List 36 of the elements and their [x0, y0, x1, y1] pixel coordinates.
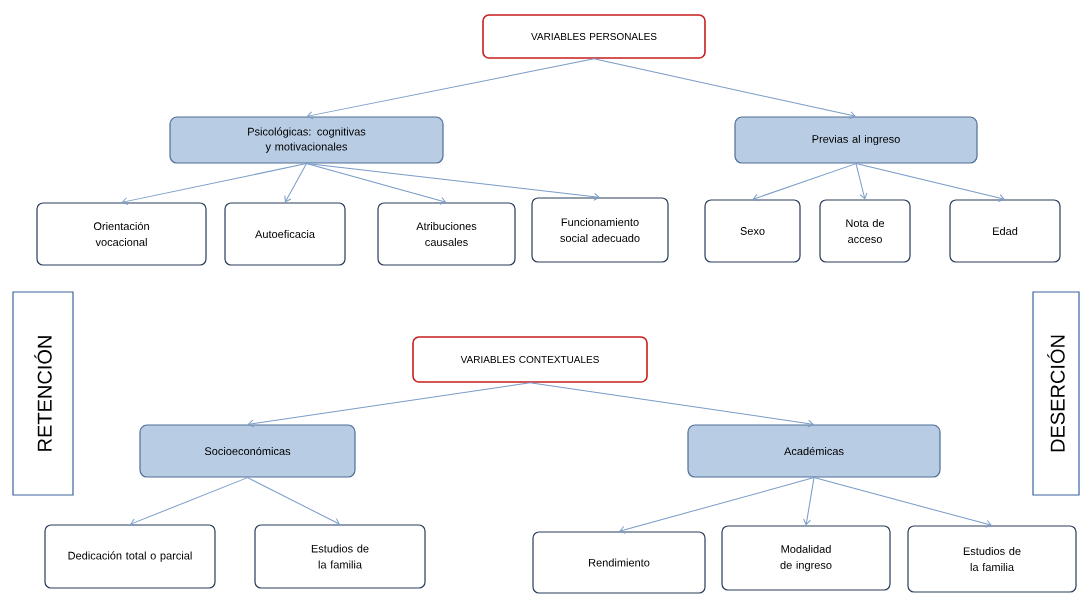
arrow	[247, 382, 531, 428]
main-box: VARIABLES CONTEXTUALES	[412, 336, 648, 383]
arrow	[247, 477, 340, 526]
item-box: Dedicación total o parcial	[44, 524, 216, 589]
arrow	[121, 163, 307, 206]
item-box: Sexo	[704, 199, 801, 263]
item-box: Modalidad de ingreso	[721, 525, 891, 591]
category-box: Previas al ingreso	[734, 116, 978, 164]
arrow	[752, 163, 857, 202]
arrow	[130, 477, 248, 526]
arrow	[813, 477, 992, 528]
item-box: Funcionamiento social adecuado	[531, 197, 669, 263]
category-box: Socioeconómicas	[139, 424, 356, 478]
arrow	[803, 477, 815, 526]
item-box: Atribuciones causales	[377, 202, 516, 266]
category-box: Psicológicas: cognitivas y motivacionales	[169, 116, 444, 164]
arrow	[306, 163, 447, 205]
item-box: Estudios de la familia	[254, 524, 426, 589]
item-box: Estudios de la familia	[907, 525, 1077, 593]
item-box: Autoeficacia	[224, 202, 346, 266]
arrow	[529, 382, 814, 428]
arrow	[855, 163, 1005, 202]
vertical-label-box: RETENCIÓN	[12, 291, 74, 496]
arrow	[284, 163, 307, 203]
item-box: Rendimiento	[532, 531, 706, 594]
main-box: VARIABLES PERSONALES	[482, 14, 706, 59]
arrow	[619, 477, 815, 534]
item-box: Edad	[949, 199, 1061, 263]
item-box: Nota de acceso	[819, 199, 911, 263]
item-box: Orientación vocacional	[36, 202, 207, 266]
arrow	[855, 163, 868, 200]
arrow	[306, 163, 600, 201]
arrow	[593, 58, 856, 120]
arrow	[306, 58, 595, 120]
vertical-label-box: DESERCIÓN	[1032, 291, 1080, 496]
category-box: Académicas	[687, 424, 941, 478]
